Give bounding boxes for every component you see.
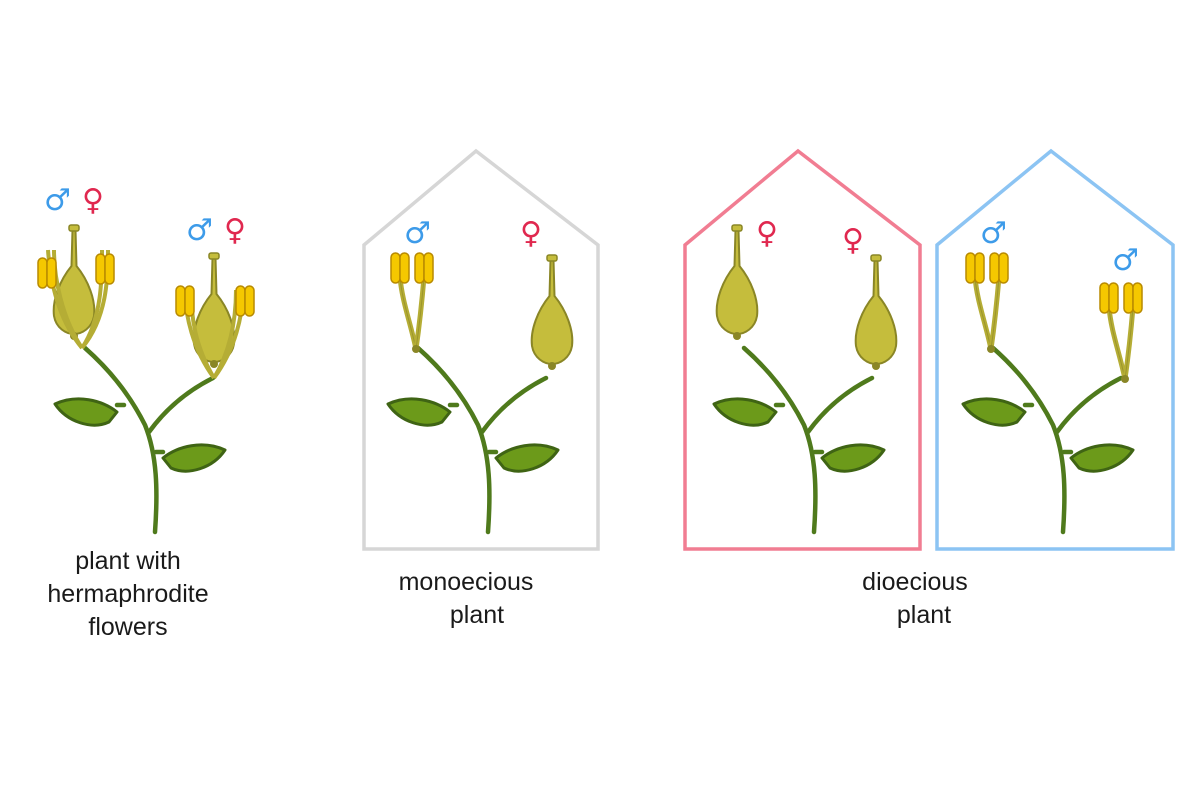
male-symbol: ♂	[186, 213, 213, 248]
male-flower	[1100, 283, 1142, 383]
female-flower	[530, 254, 574, 371]
dioecious-male-frame	[935, 148, 1175, 551]
female-symbol: ♀	[842, 223, 864, 258]
female-flower	[715, 224, 759, 341]
male-symbol: ♂	[404, 216, 431, 251]
male-symbol: ♂	[44, 183, 71, 218]
male-flower	[391, 253, 433, 353]
male-symbol: ♂	[980, 216, 1007, 251]
male-symbol: ♂	[1112, 243, 1139, 278]
caption-line: plant with	[75, 547, 181, 575]
hermaphrodite-flower-left	[37, 224, 115, 350]
caption-line: flowers	[88, 613, 168, 641]
caption-line: plant	[896, 601, 952, 629]
caption-line: dioecious	[862, 568, 968, 596]
monoecious-frame	[362, 148, 600, 551]
dioecious-female-frame	[683, 148, 922, 551]
caption-line: hermaphrodite	[47, 580, 209, 608]
hermaphrodite-plant: ♂ ♀ ♂ ♀	[37, 183, 255, 532]
monoecious-caption: monoecious plant	[366, 566, 566, 632]
dioecious-male-plant: ♂ ♂	[963, 216, 1142, 532]
caption-line: monoecious	[398, 568, 534, 596]
dioecious-caption: dioecious plant	[815, 566, 1015, 632]
female-symbol: ♀	[224, 213, 246, 248]
hermaphrodite-caption: plant with hermaphrodite flowers	[18, 545, 238, 644]
hermaphrodite-flower-right	[175, 252, 255, 380]
male-flower	[966, 253, 1008, 353]
dioecious-female-plant: ♀ ♀	[714, 216, 898, 532]
female-flower	[854, 254, 898, 371]
caption-line: plant	[449, 601, 505, 629]
female-symbol: ♀	[82, 183, 104, 218]
monoecious-plant: ♂ ♀	[388, 216, 574, 532]
female-symbol: ♀	[756, 216, 778, 251]
female-symbol: ♀	[520, 216, 542, 251]
